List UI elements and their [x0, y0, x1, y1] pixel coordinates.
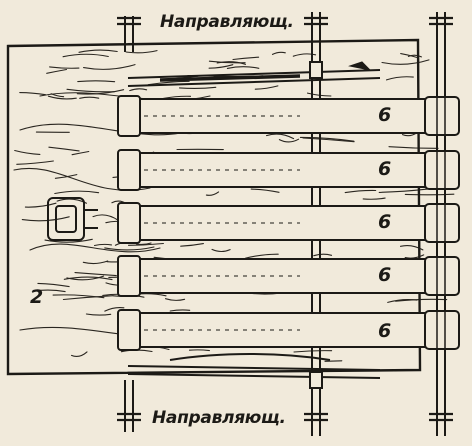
slat-number-label-5: 6 [378, 322, 391, 341]
slat-number-label-4: 6 [378, 266, 391, 285]
grain-stroke [405, 194, 454, 195]
rod-collar [425, 151, 459, 189]
top-guide-label: Направляющ. [160, 14, 294, 31]
slat-end-block [118, 150, 140, 190]
slat-end-block [118, 203, 140, 243]
slat [118, 150, 459, 190]
slat [118, 310, 459, 350]
rod-collar [425, 257, 459, 295]
rod-collar [425, 204, 459, 242]
bottom-guide-label: Направляющ. [152, 410, 286, 427]
slat-number-label-1: 6 [378, 106, 391, 125]
rod-collar [425, 311, 459, 349]
slat-end-block [118, 96, 140, 136]
grain-stroke [325, 361, 342, 362]
slat [118, 256, 459, 296]
slat-end-block [118, 310, 140, 350]
rod-collar [425, 97, 459, 135]
board-number-label: 2 [30, 288, 43, 307]
slat-number-label-3: 6 [378, 213, 391, 232]
slat [118, 203, 459, 243]
slat [118, 96, 459, 136]
slat-end-block [118, 256, 140, 296]
slat-number-label-2: 6 [378, 160, 391, 179]
